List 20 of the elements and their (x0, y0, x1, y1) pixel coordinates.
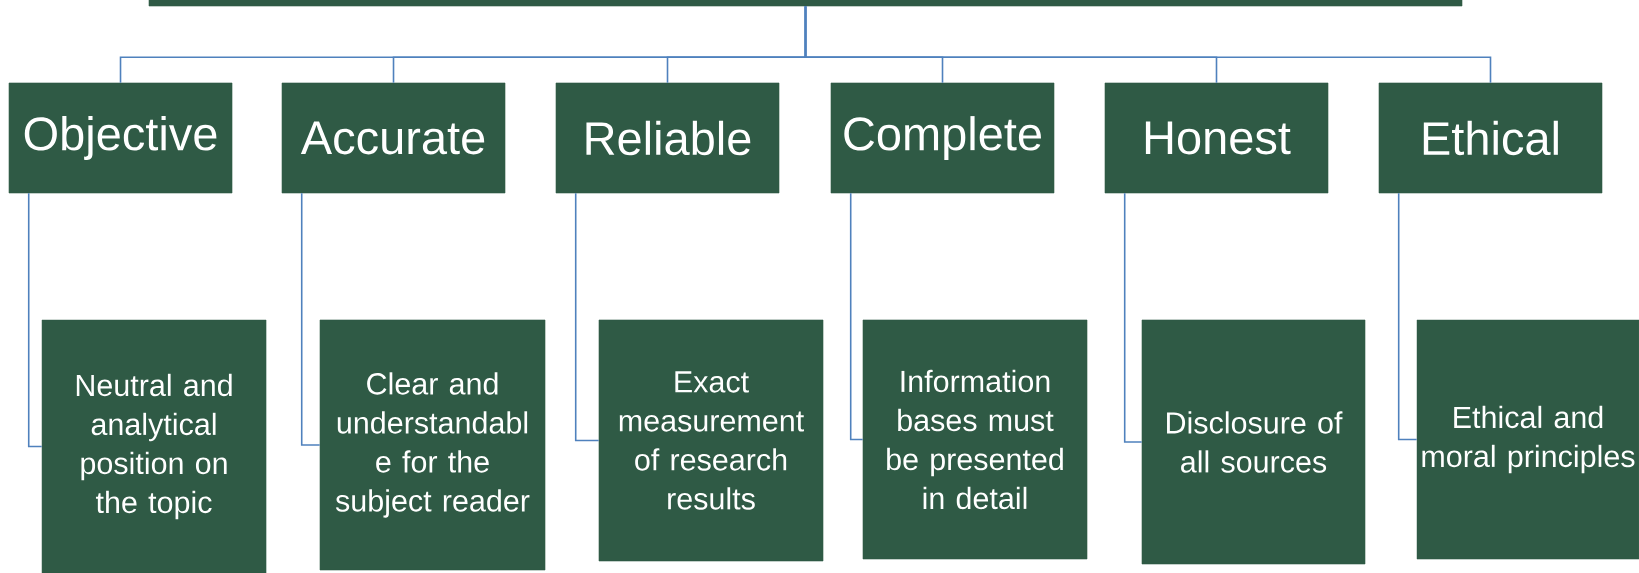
description-box: Exact measurement of research results (598, 319, 824, 562)
category-box: Ethical (1378, 82, 1603, 194)
connector-line (27, 192, 43, 448)
title-bar (148, 0, 1463, 7)
connector-line (1397, 192, 1418, 441)
connector-line (1123, 192, 1143, 443)
description-box: Clear and understandabl e for the subject reader (319, 319, 546, 571)
connector-line (574, 192, 600, 442)
description-box: Neutral and analytical position on the topic (41, 319, 267, 573)
connector-line (804, 5, 1492, 84)
connector-line (849, 192, 864, 441)
category-box: Accurate (281, 82, 506, 194)
category-box: Honest (1104, 82, 1329, 194)
category-box: Reliable (555, 82, 780, 194)
description-box: Information bases must be presented in detail (862, 319, 1088, 560)
description-box: Disclosure of all sources (1141, 319, 1366, 565)
connector-line (300, 192, 321, 446)
category-box: Objective (8, 82, 233, 194)
category-box: Complete (830, 82, 1055, 194)
description-box: Ethical and moral principles (1416, 319, 1639, 560)
